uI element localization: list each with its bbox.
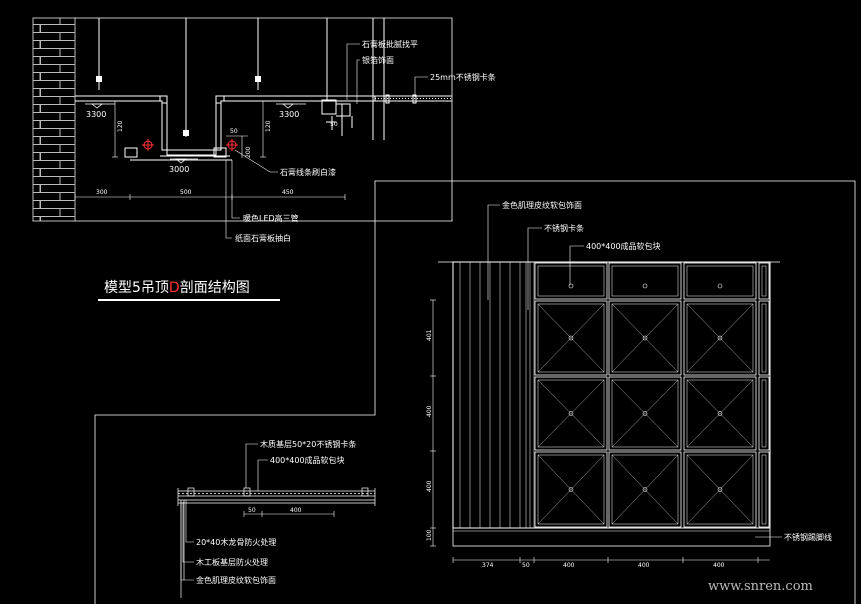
soft-panel xyxy=(683,262,757,300)
dim-400-d: 400 xyxy=(638,562,650,569)
wall-section-detail: 50 400 木质基层50*20不锈钢卡条 400*400成品软包块 20*40… xyxy=(177,439,376,598)
elevation-horizontal-dims xyxy=(452,557,770,563)
dim-400-a: 400 xyxy=(426,405,433,417)
level-label-center: 3000 xyxy=(169,165,189,174)
soft-panel xyxy=(534,300,608,376)
label-wood-keel: 20*40木龙骨防火处理 xyxy=(196,537,276,547)
label-soft-panel: 400*400成品软包块 xyxy=(586,241,661,251)
wall-section-dims xyxy=(243,511,335,517)
dim-50-right: 50 xyxy=(330,121,338,128)
dim-200: 200 xyxy=(245,146,252,158)
section-frame xyxy=(75,17,453,222)
label-gold-finish: 金色肌理皮纹软包饰面 xyxy=(196,575,276,585)
soft-panel xyxy=(683,451,757,528)
soft-panel xyxy=(608,376,682,451)
level-label-right: 3300 xyxy=(279,110,299,119)
dim-400-b: 400 xyxy=(426,480,433,492)
wall-section-leaders xyxy=(180,443,268,581)
dim-400-c: 400 xyxy=(563,562,575,569)
level-label-left: 3300 xyxy=(86,110,106,119)
label-plywood-base: 木工板基层防火处理 xyxy=(196,557,268,567)
horizontal-dims xyxy=(74,194,346,200)
label-steel-skirting: 不锈钢踢脚线 xyxy=(784,532,832,542)
label-led-tube: 暖色LED高三管 xyxy=(243,213,299,223)
label-gypsum-board: 纸面石膏板抽白 xyxy=(235,233,291,243)
ceiling-section-detail: 3300 3300 3000 120 120 200 50 50 300 500 xyxy=(32,17,496,243)
label-soft-panel-block: 400*400成品软包块 xyxy=(270,455,345,465)
dim-450: 450 xyxy=(282,189,294,196)
drawing-title: 模型5吊顶D剖面结构图 xyxy=(98,280,280,301)
dim-50: 50 xyxy=(522,562,530,569)
soft-panel xyxy=(758,376,770,451)
dim-374: 374 xyxy=(482,562,494,569)
wall-elevation: 401 400 400 100 374 50 400 400 400 金色肌理皮… xyxy=(94,180,856,604)
dim-wall-400: 400 xyxy=(290,507,302,514)
soft-panel xyxy=(758,451,770,528)
elevation-leaders xyxy=(487,204,782,538)
led-light-symbols xyxy=(142,139,238,151)
vertical-dims xyxy=(112,100,266,158)
dim-120-right: 120 xyxy=(265,120,272,132)
label-gypsum-molding: 石膏线条刷白漆 xyxy=(280,167,336,177)
soft-panel xyxy=(683,376,757,451)
elevation-outline xyxy=(452,261,771,529)
soft-panel xyxy=(758,300,770,376)
label-steel-strip: 不锈钢卡条 xyxy=(544,223,584,233)
soft-panel xyxy=(608,451,682,528)
vertical-grooves xyxy=(459,262,535,528)
hanger-rods xyxy=(98,18,328,137)
elevation-frame xyxy=(94,180,856,604)
soft-panel-grid xyxy=(534,262,770,528)
drawing-title-text: 模型5吊顶D剖面结构图 xyxy=(104,280,250,296)
soft-panel xyxy=(683,300,757,376)
dim-300: 300 xyxy=(96,189,108,196)
dim-50-led: 50 xyxy=(230,128,238,135)
skirting-board xyxy=(452,527,771,547)
dim-401: 401 xyxy=(426,329,433,341)
ceiling-profile xyxy=(75,18,452,161)
soft-panel xyxy=(608,262,682,300)
brick-wall xyxy=(32,17,76,222)
label-steel-strip-25: 25mm不锈钢卡条 xyxy=(430,72,496,82)
elevation-vertical-dims xyxy=(430,299,436,547)
soft-panel xyxy=(534,451,608,528)
watermark: www.snren.com xyxy=(708,579,813,594)
dim-100: 100 xyxy=(426,529,433,541)
top-leaders xyxy=(225,43,428,239)
soft-panel xyxy=(534,262,608,300)
dim-500: 500 xyxy=(180,189,192,196)
label-gypsum-putty: 石膏板批腻找平 xyxy=(362,39,418,49)
label-wood-base-strip: 木质基层50*20不锈钢卡条 xyxy=(260,439,356,449)
hanger-nuts xyxy=(96,76,261,136)
level-markers xyxy=(85,103,306,164)
label-gold-leather: 金色肌理皮纹软包饰面 xyxy=(502,200,582,210)
soft-panel xyxy=(534,376,608,451)
label-silver-foil: 银箔饰面 xyxy=(362,55,394,65)
dim-400-e: 400 xyxy=(713,562,725,569)
dim-120-left: 120 xyxy=(117,120,124,132)
soft-panel xyxy=(758,262,770,300)
dim-wall-50: 50 xyxy=(248,507,256,514)
soft-panel xyxy=(608,300,682,376)
